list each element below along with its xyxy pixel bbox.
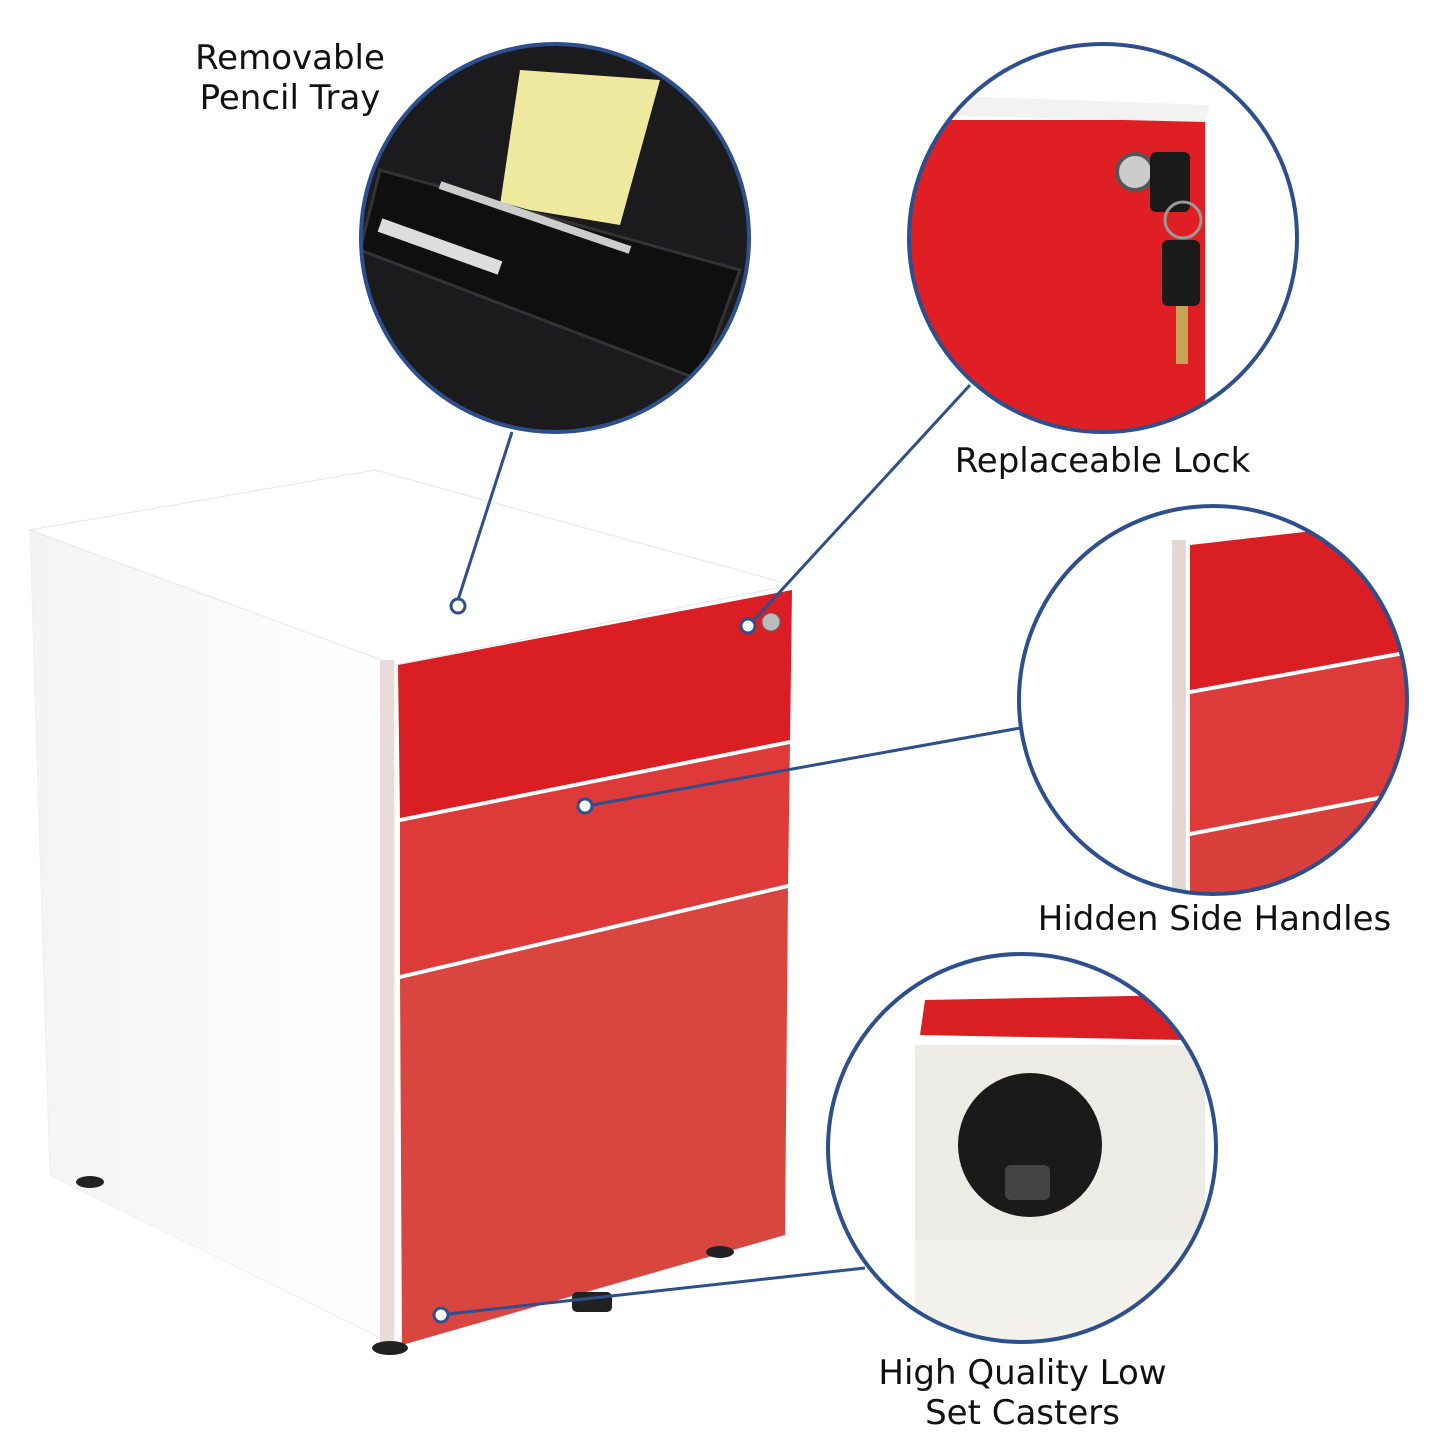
callout-label-pencil-tray: Removable Pencil Tray [175,38,405,118]
key-icon [1150,152,1190,212]
pencil-tray-closeup [362,45,748,431]
callout-lines [432,383,1021,1324]
label-line: Removable [195,38,385,78]
drawer-middle [400,744,790,975]
callout-label-casters: High Quality Low Set Casters [855,1353,1190,1433]
callout-dot [739,617,757,635]
label-line: Pencil Tray [199,78,381,118]
drawer-top [398,590,792,818]
lock-icon [761,612,781,632]
cabinet-top [28,469,793,666]
key-lock-closeup [910,45,1296,431]
callout-dot [449,597,467,615]
caster-foot [76,1176,104,1188]
label-line: Replaceable Lock [954,441,1251,481]
label-line: Hidden Side Handles [1037,899,1392,939]
file-cabinet [28,469,793,1355]
caster-closeup [829,955,1215,1341]
callout-dot [576,797,594,815]
caster-wheel [572,1292,612,1312]
cabinet-side [29,529,396,1346]
callout-label-lock: Replaceable Lock [930,441,1275,481]
caster-foot [372,1341,408,1355]
label-line: Set Casters [925,1393,1120,1433]
caster-icon [958,1073,1102,1217]
label-line: High Quality Low [878,1353,1167,1393]
callout-label-handles: Hidden Side Handles [1012,899,1417,939]
caster-foot [706,1246,734,1258]
drawer-bottom [400,888,788,1345]
lock-icon [1115,152,1155,192]
callout-dot [432,1306,450,1324]
side-handle-closeup [1020,507,1406,893]
